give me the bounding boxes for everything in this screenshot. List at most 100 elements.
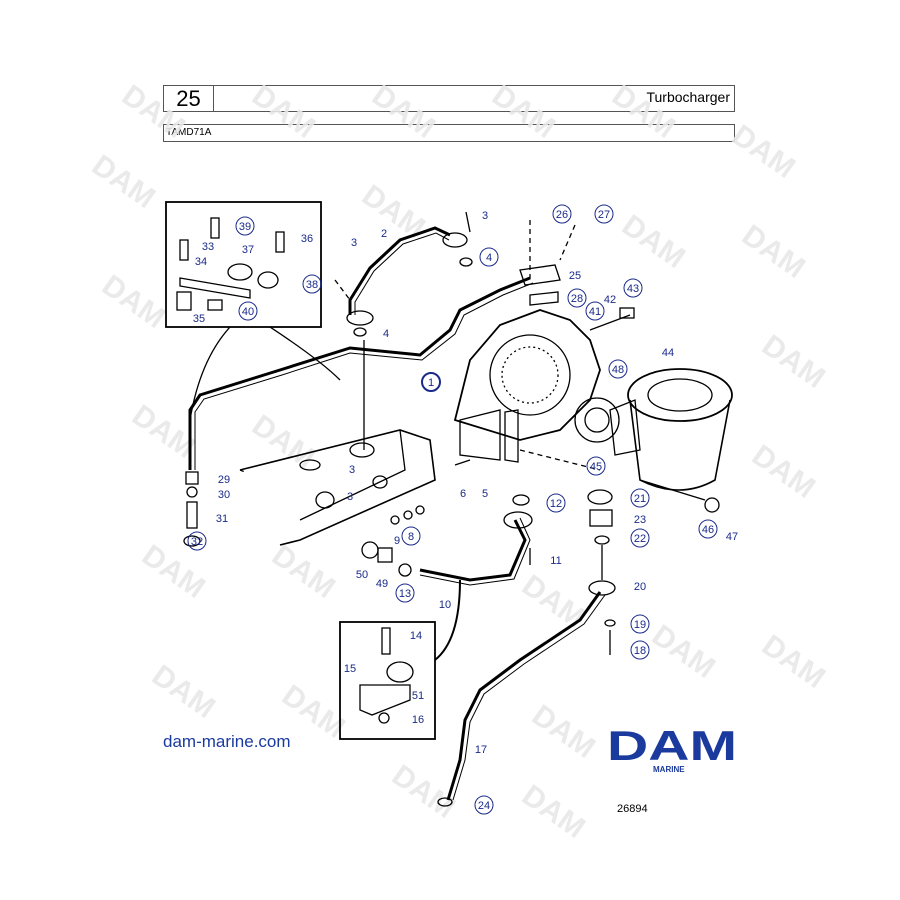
nut-9-shape: [390, 515, 400, 525]
seal-24-shape: [437, 797, 453, 807]
callout-5: 5: [482, 488, 488, 500]
watermark-text: DAM: [356, 179, 431, 245]
washer-4-top: [459, 257, 473, 267]
stud-6-shape: [454, 459, 471, 466]
manifold-dash: [239, 469, 246, 473]
section-number: 25: [164, 86, 214, 111]
watermark-text: DAM: [646, 619, 721, 685]
watermark-text: DAM: [726, 119, 801, 185]
watermark-text: DAM: [96, 269, 171, 335]
dashed-bolt-27: [559, 224, 576, 261]
callout-13: 13: [399, 588, 411, 600]
outlet-flange-bore: [584, 407, 610, 433]
logo-subtext: MARINE: [653, 765, 685, 774]
callout-3b: 3: [351, 237, 357, 249]
dashed-outlet-line: [519, 449, 601, 471]
pipe-10-outline: [419, 517, 531, 586]
inset-clamp-detail: [339, 621, 436, 740]
callout-18: 18: [634, 645, 646, 657]
elbow-leader: [639, 479, 706, 501]
callout-47: 47: [726, 531, 738, 543]
callout-1: 1: [428, 377, 434, 389]
bolt-3-top: [465, 211, 471, 233]
pipe-17: [446, 591, 602, 801]
seal-13-shape: [398, 563, 412, 577]
flange-21-shape: [587, 489, 613, 505]
callout-51: 51: [412, 690, 424, 702]
bolt-14-shape: [381, 627, 391, 655]
bolt-39-shape: [210, 217, 220, 239]
washer-12: [512, 494, 530, 506]
callout-34: 34: [195, 256, 207, 268]
callout-19: 19: [634, 619, 646, 631]
callout-43: 43: [627, 283, 639, 295]
manifold-port-1: [299, 459, 321, 471]
callout-50: 50: [356, 569, 368, 581]
callout-8: 8: [408, 531, 414, 543]
dam-marine-logo: DAM: [607, 724, 737, 769]
clamp-37-shape: [227, 263, 253, 281]
clamp-38-shape: [257, 271, 279, 289]
callout-2: 2: [381, 228, 387, 240]
bracket-51-shape: [359, 684, 411, 716]
callout-45: 45: [590, 461, 602, 473]
flange-gasket: [346, 310, 374, 326]
elbow-side-flange: [609, 399, 641, 456]
line-art: [165, 201, 733, 807]
union-49-shape: [377, 547, 393, 563]
callout-36: 36: [301, 233, 313, 245]
callout-39: 39: [239, 221, 251, 233]
seal-50-shape: [361, 541, 379, 559]
callout-20: 20: [634, 581, 646, 593]
pipe-2-lower-run-outline: [194, 282, 534, 470]
watermark-text: DAM: [486, 79, 561, 145]
callout-29: 29: [218, 474, 230, 486]
callout-9: 9: [394, 535, 400, 547]
manifold-port-2: [315, 491, 335, 509]
pipe-2-lower-run: [188, 276, 531, 470]
watermark-text: DAM: [366, 79, 441, 145]
sensor-43-shape: [619, 307, 635, 319]
website-link[interactable]: dam-marine.com: [163, 732, 291, 751]
callout-4: 4: [486, 252, 492, 264]
turbo-scroll: [489, 334, 571, 416]
watermark-text: DAM: [516, 569, 591, 635]
exhaust-manifold-outline: [239, 429, 436, 546]
watermark-text: DAM: [146, 659, 221, 725]
circled-callouts: [187, 204, 718, 815]
elbow-top-flange: [627, 368, 733, 422]
watermark-text: DAM: [516, 779, 591, 845]
nut-16-shape: [378, 712, 390, 724]
callout-33: 33: [202, 241, 214, 253]
model-label: TAMD71A: [163, 124, 735, 142]
washer-8-shape: [403, 510, 413, 520]
washer-4: [353, 327, 367, 337]
callout-4b: 4: [383, 328, 389, 340]
inset2-leader-line: [434, 579, 461, 661]
seal-32-shape: [183, 535, 201, 547]
callout-26: 26: [556, 209, 568, 221]
pipe-10: [419, 519, 527, 582]
turbo-inlet-flange: [459, 409, 501, 461]
callout-16: 16: [412, 714, 424, 726]
outlet-flange: [574, 397, 620, 443]
pipe-20-flange: [588, 580, 616, 596]
watermark-text: DAM: [746, 439, 821, 505]
watermark-text: DAM: [526, 699, 601, 765]
nut-46-shape: [704, 497, 720, 513]
watermark-text: DAM: [246, 79, 321, 145]
inset-leader-line-2: [269, 326, 341, 381]
callout-27: 27: [598, 209, 610, 221]
exhaust-manifold-edge: [299, 429, 406, 521]
watermark-text: DAM: [266, 539, 341, 605]
callout-28: 28: [571, 293, 583, 305]
manifold-flange: [349, 442, 375, 458]
washer-22-shape: [594, 535, 610, 545]
callout-49: 49: [376, 578, 388, 590]
callout-44: 44: [662, 347, 674, 359]
plain-callout-labels: 2 3 5 6 9 10 11 14 15 16 17 20 23 25 29 …: [193, 210, 738, 756]
watermark-text: DAM: [756, 629, 831, 695]
turbo-housing: [453, 309, 601, 441]
inset-leader-line: [189, 326, 231, 421]
